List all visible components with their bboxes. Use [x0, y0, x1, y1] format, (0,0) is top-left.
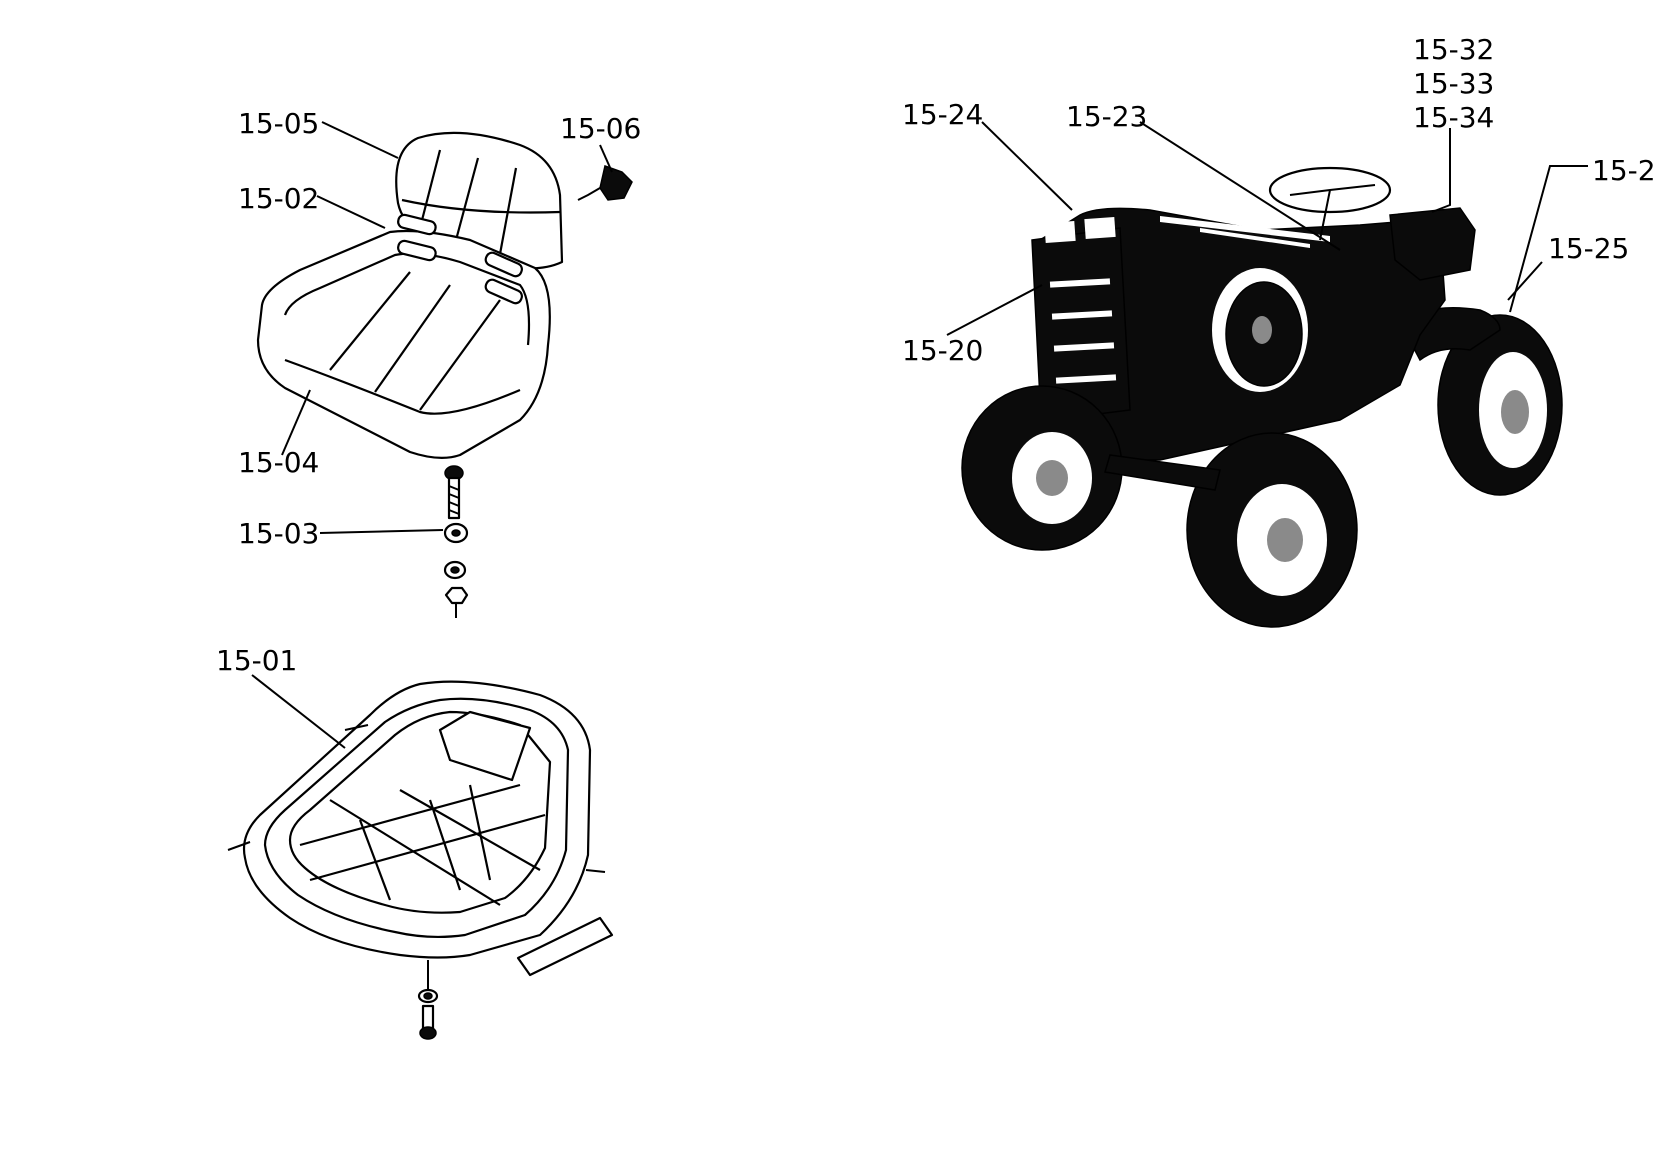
tractor-illustration [961, 166, 1563, 628]
label-15-32: 15-32 [1413, 33, 1494, 66]
bolt-stack [443, 465, 469, 618]
label-15-20: 15-20 [902, 334, 983, 367]
label-15-06: 15-06 [560, 112, 641, 145]
label-15-33: 15-33 [1413, 67, 1494, 100]
label-15-2x: 15-2 [1592, 154, 1656, 187]
label-15-02: 15-02 [238, 182, 319, 215]
callout-labels: 15-05 15-06 15-02 15-04 15-03 15-01 15-2… [216, 33, 1656, 677]
label-15-01: 15-01 [216, 644, 297, 677]
label-15-23: 15-23 [1066, 100, 1147, 133]
label-15-34: 15-34 [1413, 101, 1494, 134]
label-15-24: 15-24 [902, 98, 983, 131]
label-15-25: 15-25 [1548, 232, 1629, 265]
pan-seat [227, 680, 614, 1040]
label-15-03: 15-03 [238, 517, 319, 550]
high-back-seat [256, 131, 633, 459]
label-15-04: 15-04 [238, 446, 319, 479]
leader-lines [251, 121, 1588, 749]
label-15-05: 15-05 [238, 107, 319, 140]
